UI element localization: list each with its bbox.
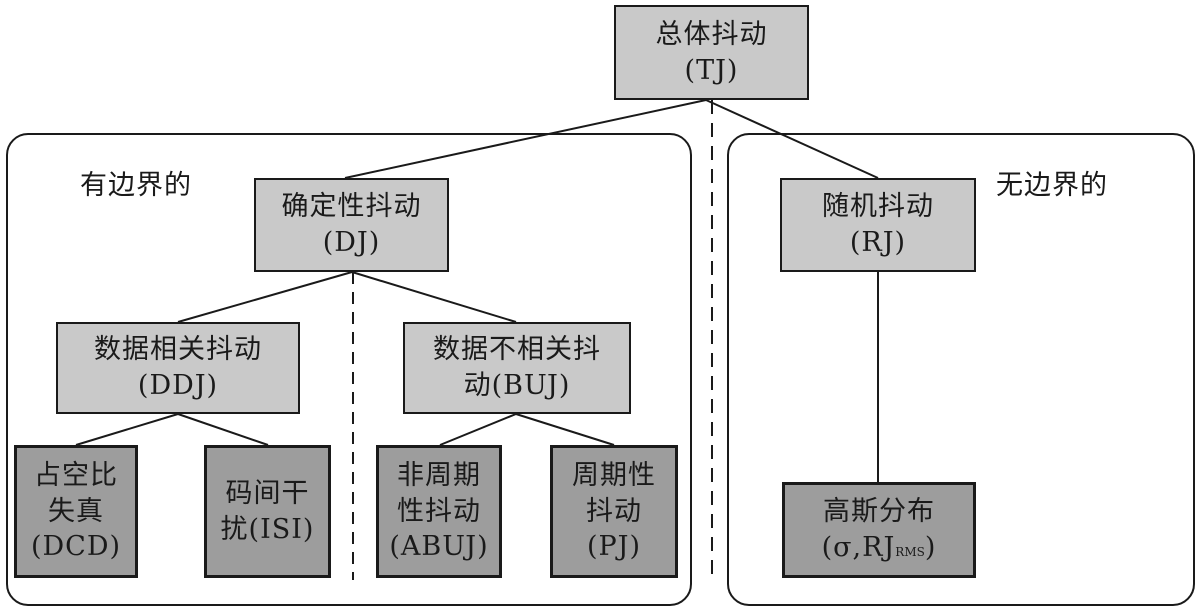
unbounded-group [727,133,1195,606]
data-dependent-jitter-box: 数据相关抖动 (DDJ) [56,322,300,414]
buj-title: 数据不相关抖 [433,334,601,366]
duty-cycle-distortion-box: 占空比 失真 (DCD) [14,445,138,578]
ddj-title: 数据相关抖动 [94,334,262,366]
dcd-abbr: (DCD) [30,531,122,563]
total-jitter-title: 总体抖动 [655,18,768,50]
bounded-label: 有边界的 [80,170,192,201]
edge-buj-abuj [439,413,517,446]
abuj-line2: 性抖动 [397,495,481,527]
unbounded-label: 无边界的 [996,170,1108,201]
gauss-title: 高斯分布 [823,496,935,528]
buj-abbr: 动(BUJ) [463,370,571,401]
gaussian-distribution-box: 高斯分布 (σ,RJRMS) [782,482,976,578]
total-jitter-box: 总体抖动 (TJ) [614,5,809,100]
pj-abbr: (PJ) [586,531,642,563]
dcd-line2: 失真 [48,495,104,527]
bounded-uncorrelated-jitter-box: 数据不相关抖 动(BUJ) [403,322,631,414]
dcd-line1: 占空比 [34,460,118,492]
edge-ddj-dcd [75,413,179,446]
abuj-line1: 非周期 [397,460,481,492]
edge-tj-dj [344,99,707,179]
periodic-jitter-box: 周期性 抖动 (PJ) [550,445,678,578]
gauss-params-subscript: RMS [895,545,925,559]
pj-line1: 周期性 [572,460,656,492]
aperiodic-jitter-box: 非周期 性抖动 (ABUJ) [376,445,502,578]
gauss-params-end: ) [924,532,937,563]
intersymbol-interference-box: 码间干 扰(ISI) [204,445,331,578]
gauss-params: (σ,RJRMS) [822,530,937,566]
deterministic-jitter-box: 确定性抖动 (DJ) [254,178,449,272]
random-jitter-box: 随机抖动 (RJ) [780,178,976,272]
rj-abbr: (RJ) [849,227,907,258]
isi-line1: 码间干 [225,477,310,509]
dj-title: 确定性抖动 [281,191,422,223]
edge-tj-rj [705,99,879,179]
isi-line2: 扰(ISI) [220,513,315,545]
total-jitter-abbr: (TJ) [684,54,739,86]
dj-abbr: (DJ) [322,227,381,258]
ddj-abbr: (DDJ) [137,370,219,401]
abuj-abbr: (ABUJ) [389,531,489,563]
gauss-params-main: (σ,RJ [821,532,896,563]
edge-buj-pj [515,413,615,446]
rj-title: 随机抖动 [822,191,934,223]
bounded-group [6,133,692,606]
pj-line2: 抖动 [586,495,642,527]
edge-dj-buj [351,271,517,323]
edge-ddj-isi [177,413,269,446]
edge-dj-ddj [177,271,353,323]
